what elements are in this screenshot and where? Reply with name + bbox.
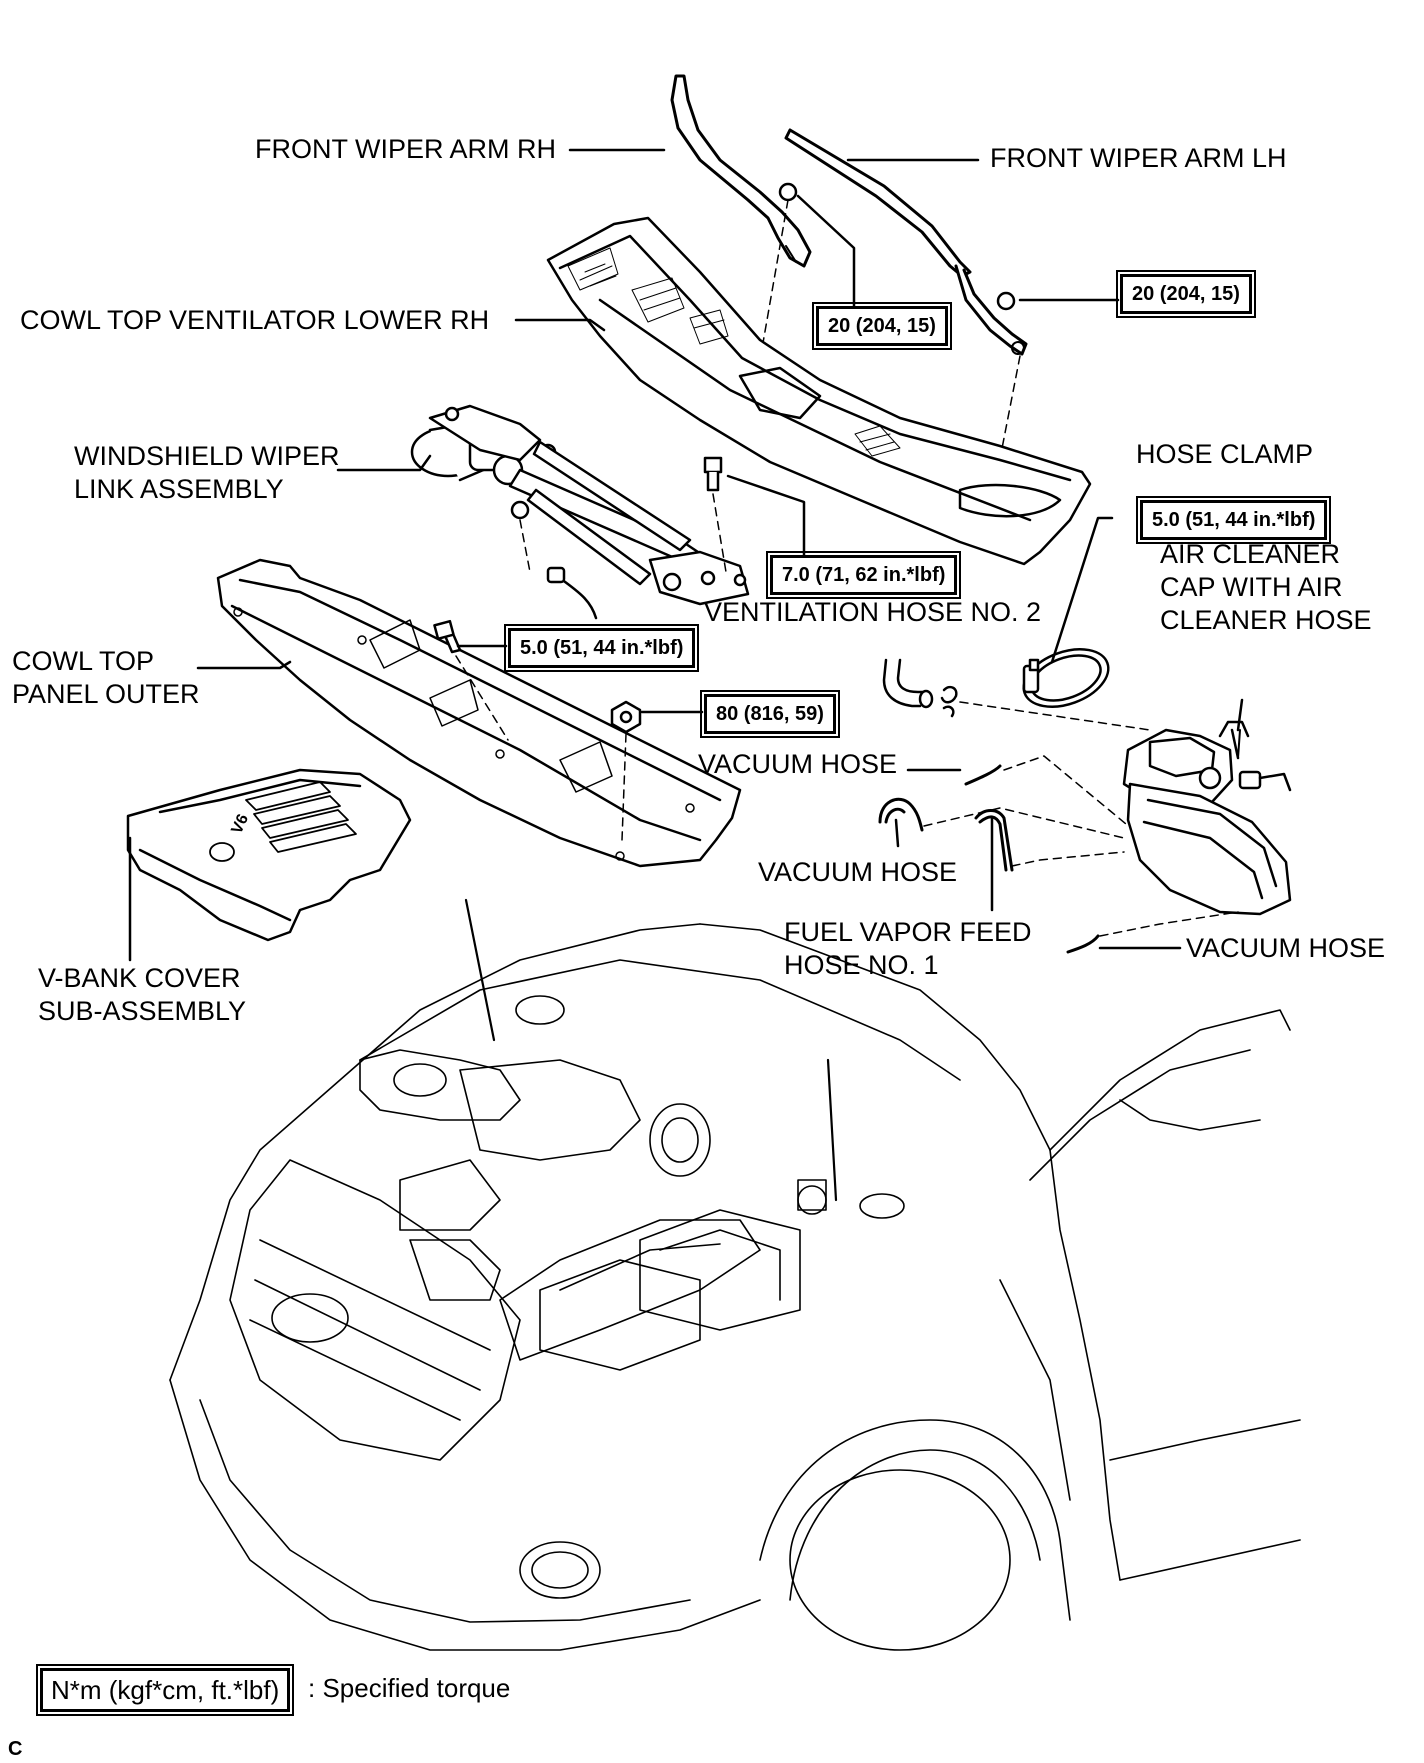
cowl-top-panel-outer xyxy=(216,558,742,868)
link-bolt xyxy=(703,456,723,492)
label-v-bank-cover: V-BANK COVER SUB-ASSEMBLY xyxy=(38,963,247,1026)
label-ventilation-hose-no2: VENTILATION HOSE NO. 2 xyxy=(704,597,1042,627)
label-hose-clamp: HOSE CLAMP xyxy=(1136,439,1314,469)
windshield-wiper-link-assembly xyxy=(410,404,750,620)
fuel-vapor-feed-hose-no1 xyxy=(974,809,1014,872)
front-wiper-arm-lh xyxy=(784,128,1028,356)
torque-panel-bolt: 5.0 (51, 44 in.*lbf) xyxy=(503,624,700,672)
label-vacuum-hose-upper: VACUUM HOSE xyxy=(698,749,898,779)
cowl-top-ventilator-lower-rh xyxy=(546,216,1092,566)
label-front-wiper-arm-rh: FRONT WIPER ARM RH xyxy=(255,134,557,164)
panel-bolt xyxy=(433,619,462,654)
vehicle-front-outline xyxy=(169,898,1301,1651)
label-vacuum-hose-lower: VACUUM HOSE xyxy=(1186,933,1386,963)
vacuum-hose-3 xyxy=(1066,934,1100,954)
leader-lines xyxy=(128,148,1240,962)
air-cleaner-cap-assembly xyxy=(1122,698,1292,916)
torque-wiper-arm-lh: 20 (204, 15) xyxy=(1116,270,1256,318)
hose-clamp xyxy=(1022,648,1110,708)
figure-mark: C xyxy=(8,1738,23,1760)
legend-text: : Specified torque xyxy=(308,1673,511,1703)
vacuum-hose-2 xyxy=(878,798,924,832)
torque-link-bolt: 7.0 (71, 62 in.*lbf) xyxy=(765,551,962,599)
legend-unit-box: N*m (kgf*cm, ft.*lbf) xyxy=(35,1664,295,1716)
front-wiper-arm-rh xyxy=(670,74,812,268)
label-vacuum-hose-middle: VACUUM HOSE xyxy=(758,857,958,887)
label-air-cleaner-cap: AIR CLEANER CAP WITH AIR CLEANER HOSE xyxy=(1160,539,1372,635)
torque-panel-nut: 80 (816, 59) xyxy=(700,690,840,738)
wiper-lh-nut xyxy=(996,291,1016,311)
vacuum-hose-1 xyxy=(964,764,1002,786)
engine-cover-v6-mark: V6 xyxy=(228,812,252,837)
ventilation-hose-no2 xyxy=(882,658,958,718)
wiper-rh-nut xyxy=(778,182,798,202)
label-cowl-top-ventilator-lower-rh: COWL TOP VENTILATOR LOWER RH xyxy=(20,305,490,335)
torque-wiper-arm-rh: 20 (204, 15) xyxy=(812,302,952,350)
label-front-wiper-arm-lh: FRONT WIPER ARM LH xyxy=(990,143,1287,173)
panel-nut xyxy=(610,700,642,734)
label-fuel-vapor-feed-hose: FUEL VAPOR FEED HOSE NO. 1 xyxy=(784,917,1032,980)
label-windshield-wiper-link-assembly: WINDSHIELD WIPER LINK ASSEMBLY xyxy=(74,441,340,504)
torque-hose-clamp: 5.0 (51, 44 in.*lbf) xyxy=(1135,496,1332,544)
v-bank-cover-sub-assembly xyxy=(126,768,412,942)
label-cowl-top-panel-outer: COWL TOP PANEL OUTER xyxy=(12,646,200,709)
